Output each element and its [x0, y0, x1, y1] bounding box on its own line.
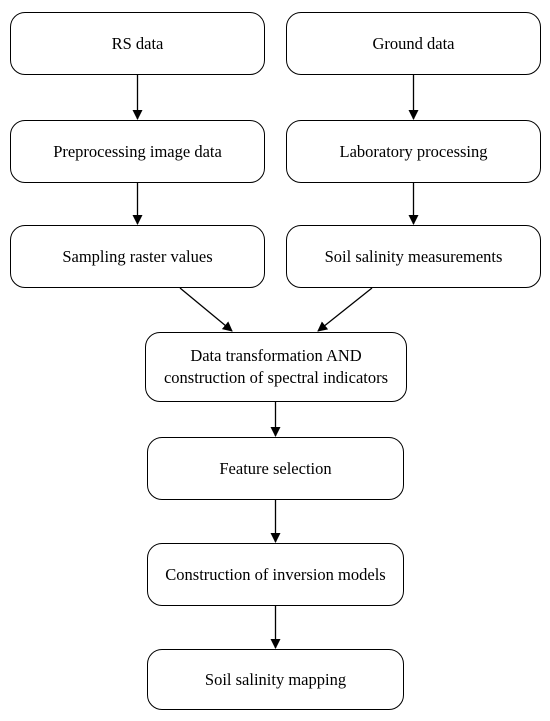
node-feature-selection-label: Feature selection: [219, 458, 332, 478]
arrow-soil-to-transformation: [317, 287, 373, 332]
node-laboratory: Laboratory processing: [286, 120, 541, 183]
node-inversion-models-label: Construction of inversion models: [165, 564, 386, 584]
node-ground-data-label: Ground data: [372, 33, 455, 53]
node-transformation-label: Data transformation AND construction of …: [163, 346, 389, 387]
node-rs-data-label: RS data: [111, 33, 164, 53]
node-mapping: Soil salinity mapping: [147, 649, 404, 710]
node-sampling-label: Sampling raster values: [62, 246, 213, 266]
node-ground-data: Ground data: [286, 12, 541, 75]
node-soil-measurements-label: Soil salinity measurements: [324, 246, 503, 266]
node-mapping-label: Soil salinity mapping: [204, 669, 347, 689]
node-laboratory-label: Laboratory processing: [339, 141, 488, 161]
node-preprocessing: Preprocessing image data: [10, 120, 265, 183]
node-rs-data: RS data: [10, 12, 265, 75]
node-soil-measurements: Soil salinity measurements: [286, 225, 541, 288]
node-transformation: Data transformation AND construction of …: [145, 332, 407, 402]
node-preprocessing-label: Preprocessing image data: [53, 141, 222, 161]
arrow-sampling-to-transformation: [179, 287, 233, 332]
node-inversion-models: Construction of inversion models: [147, 543, 404, 606]
node-sampling: Sampling raster values: [10, 225, 265, 288]
node-feature-selection: Feature selection: [147, 437, 404, 500]
